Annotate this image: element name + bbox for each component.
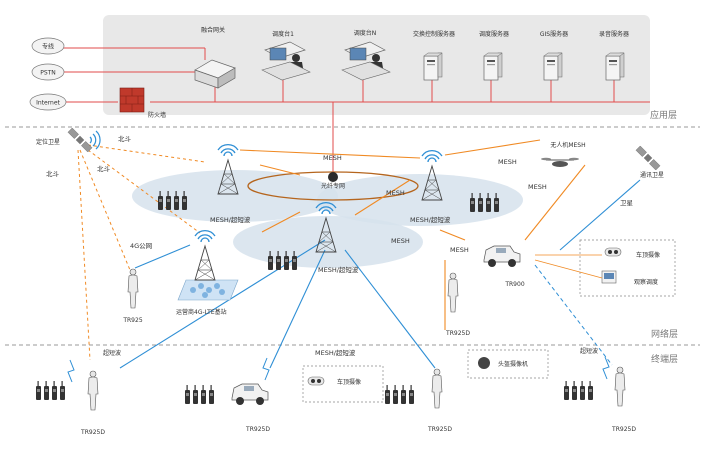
- cloud-internet: Internet: [29, 93, 67, 111]
- label-gis-server: GIS服务器: [540, 30, 568, 38]
- layer-terminal: 终端层: [651, 353, 678, 365]
- terminal-group-4: TR925D 超短波: [564, 347, 636, 433]
- label-terminal-ultra-left: 超短波: [103, 349, 121, 357]
- coverage-right: [317, 174, 523, 226]
- uav-drone: 无人机MESH: [541, 141, 586, 167]
- label-terminal-vehicle-cam: 车顶摄像: [337, 378, 361, 386]
- server-gis: GIS服务器: [540, 30, 568, 81]
- label-terminal-ultra-right: 超短波: [580, 347, 598, 355]
- vehicle-terminal-link: [534, 264, 613, 366]
- label-firewall: 防火墙: [148, 111, 166, 119]
- server-dispatch: 调度服务器: [479, 30, 509, 81]
- label-ultra-right: MESH/超短波: [410, 215, 451, 224]
- dispatch-console-n: 调度台N: [341, 29, 391, 81]
- fiber-net-logo: 光纤专网: [321, 172, 345, 190]
- label-observe-dispatch: 观察调度: [634, 278, 658, 286]
- label-helmet-cam: 头盔摄像机: [498, 360, 528, 368]
- label-beidou-a: 北斗: [118, 135, 132, 143]
- server-switch: 交换控制服务器: [413, 30, 455, 81]
- label-mesh-right: MESH: [498, 158, 517, 166]
- cloud-dedicated-line: 专线: [31, 37, 65, 55]
- mesh-links: [239, 139, 586, 330]
- label-ultra-left: MESH/超短波: [210, 215, 251, 224]
- label-internet: Internet: [36, 100, 60, 107]
- vehicle-camera-box: 车顶摄像 观察调度: [534, 239, 676, 297]
- label-mesh-vehicle: MESH: [450, 246, 469, 254]
- cloud-pstn: PSTN: [31, 63, 65, 81]
- label-tr925d-4: TR925D: [611, 426, 636, 433]
- person-tr925d-net: TR925D: [445, 272, 470, 337]
- label-dedicated-line: 专线: [42, 43, 54, 51]
- radio-links: [119, 179, 641, 369]
- label-vehicle-cam-net: 车顶摄像: [636, 251, 660, 259]
- vehicle-tr900: TR900: [483, 245, 525, 288]
- label-tr900: TR900: [504, 281, 524, 288]
- label-tr925d-1: TR925D: [80, 429, 105, 436]
- label-dispatch1: 调度台1: [272, 30, 294, 38]
- lte-base-station: [177, 229, 239, 301]
- beidou-links: [77, 144, 206, 361]
- coverage-left: [132, 170, 338, 222]
- beidou-satellite: 定位卫星: [36, 127, 101, 153]
- label-mesh-top: MESH: [323, 154, 342, 162]
- label-pstn: PSTN: [40, 70, 56, 77]
- label-beidou-sat: 定位卫星: [36, 138, 60, 146]
- label-uav-mesh: 无人机MESH: [550, 141, 585, 149]
- gateway-device: 融合网关: [194, 26, 236, 89]
- person-tr925: TR925: [122, 268, 143, 324]
- label-beidou-b: 北斗: [97, 165, 111, 173]
- label-dispatch-server: 调度服务器: [479, 30, 509, 38]
- label-recording-server: 录音服务器: [599, 30, 629, 38]
- server-recording: 录音服务器: [599, 30, 629, 81]
- label-mesh-center: MESH: [386, 189, 405, 197]
- label-ultra-center: MESH/超短波: [318, 265, 359, 274]
- label-terminal-mesh-ultra: MESH/超短波: [315, 348, 356, 357]
- label-lte-base: 运营商4G-LTE基站: [176, 308, 227, 316]
- layer-network: 网络层: [651, 328, 678, 340]
- label-tr925d-2: TR925D: [245, 426, 270, 433]
- label-satellite: 卫星: [620, 199, 634, 207]
- label-tr925d-net: TR925D: [445, 330, 470, 337]
- firewall: 防火墙: [119, 87, 166, 119]
- terminal-zigzags: [67, 356, 610, 383]
- label-beidou-c: 北斗: [46, 170, 60, 178]
- label-tr925: TR925: [122, 317, 142, 324]
- terminal-group-2: TR925D MESH/超短波 车顶摄像: [185, 348, 384, 433]
- label-mesh-lower: MESH: [391, 237, 410, 245]
- label-private-net: 光纤专网: [321, 182, 345, 190]
- label-dispatchN: 调度台N: [354, 29, 377, 37]
- dispatch-console-1: 调度台1: [261, 30, 311, 81]
- label-tr925d-3: TR925D: [427, 426, 452, 433]
- comm-satellite: 通讯卫星: [635, 145, 664, 179]
- layer-application: 应用层: [650, 109, 677, 121]
- terminal-group-3: TR925D 头盔摄像机: [385, 349, 549, 433]
- label-mesh-mid: MESH: [528, 183, 547, 191]
- label-4g-public: 4G公网: [130, 242, 152, 250]
- terminal-group-1: TR925D 超短波: [36, 349, 121, 436]
- label-comm-sat: 通讯卫星: [640, 171, 664, 179]
- label-gateway: 融合网关: [201, 26, 225, 34]
- label-switch-server: 交换控制服务器: [413, 30, 455, 38]
- red-wiring: [62, 47, 650, 176]
